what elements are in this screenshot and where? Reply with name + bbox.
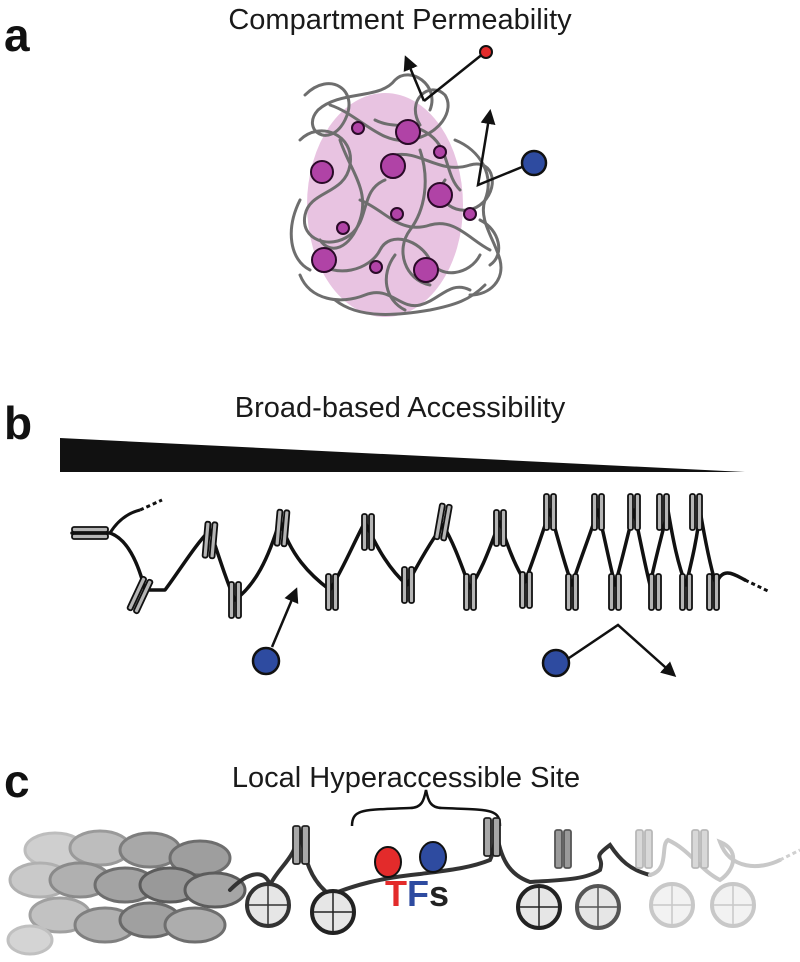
blue-probe-path [476,109,523,188]
chromatin-tangle [289,73,503,316]
nucleosome [71,526,109,540]
magenta-spheres [310,119,477,283]
panel-c-title: Local Hyperaccessible Site [231,762,581,794]
nucleosome-disc [575,884,621,930]
nucleosome [565,573,579,611]
panel-a-title: Compartment Permeability [228,4,572,36]
nucleosome [493,509,507,547]
linker-nucleosome [554,829,572,869]
compact-chromatin-cluster [6,829,247,956]
linker-nucleosome [691,829,709,869]
blue-probe [520,149,548,177]
nucleosome [463,573,477,611]
chromatin-fiber-c-faded [648,837,782,883]
sphere [390,207,404,221]
sphere [463,207,477,221]
nucleosome [126,575,154,615]
nucleosome [543,493,557,531]
bracket [350,789,502,827]
panel-c-letter: c [4,755,30,807]
tfs-label: TFs [385,876,449,912]
panel-a-diagram [289,45,548,317]
nucleosome [433,502,453,542]
nucleosome [325,573,339,611]
nucleosome [689,493,703,531]
panel-b-title: Broad-based Accessibility [234,392,566,424]
nucleosome [361,513,375,551]
sphere [427,182,453,208]
sphere [311,247,337,273]
sphere [369,260,383,274]
nucleosome [656,493,670,531]
nucleosome [401,566,415,604]
nucleosome [201,520,219,560]
panel-a-letter: a [4,9,30,61]
nucleosome-disc [310,889,356,935]
sphere [433,145,447,159]
fiber-end-left [108,508,141,534]
nucleosome-disc [245,882,291,928]
nucleosome-disc [516,884,562,930]
nucleosome-pairs [71,493,720,619]
red-transcription-factor [374,846,402,878]
nucleosome [627,493,641,531]
nucleosome [706,573,720,611]
accessibility-gradient-wedge [60,438,745,472]
fiber-end-left-dashed [139,498,163,512]
sphere [351,121,365,135]
blue-transcription-factor [419,841,447,873]
blue-probe [251,646,281,676]
red-probe-tail [423,52,485,102]
sphere [413,257,439,283]
tfs-label-t: T [385,873,407,914]
sphere [395,119,421,145]
fiber-end-faded-dashed [779,848,800,862]
linker-nucleosome [635,829,653,869]
fiber-end-right-dashed [744,578,771,594]
red-probe [479,45,493,59]
panel-c-diagram [6,789,800,956]
nucleosome [679,573,693,611]
sphere [380,153,406,179]
linker-nucleosome [292,825,310,865]
sphere [336,221,350,235]
sphere [310,160,334,184]
blue-probe [541,648,571,678]
nucleosome [519,571,533,609]
nucleosome [273,508,291,548]
red-probe-arrow [403,55,426,102]
nucleosome-disc [710,882,756,928]
nucleosome [228,581,242,619]
nucleosome [591,493,605,531]
tfs-label-s: s [429,873,450,914]
tfs-label-f: F [407,873,429,914]
linker-nucleosome [483,817,501,857]
nucleosome [608,573,622,611]
blue-probe-arrow [270,587,299,648]
blue-probe-bounce-path [568,623,677,677]
panel-b-diagram [60,438,771,678]
panel-b-letter: b [4,397,33,449]
nucleosome [648,573,662,611]
nucleosome-disc [649,882,695,928]
